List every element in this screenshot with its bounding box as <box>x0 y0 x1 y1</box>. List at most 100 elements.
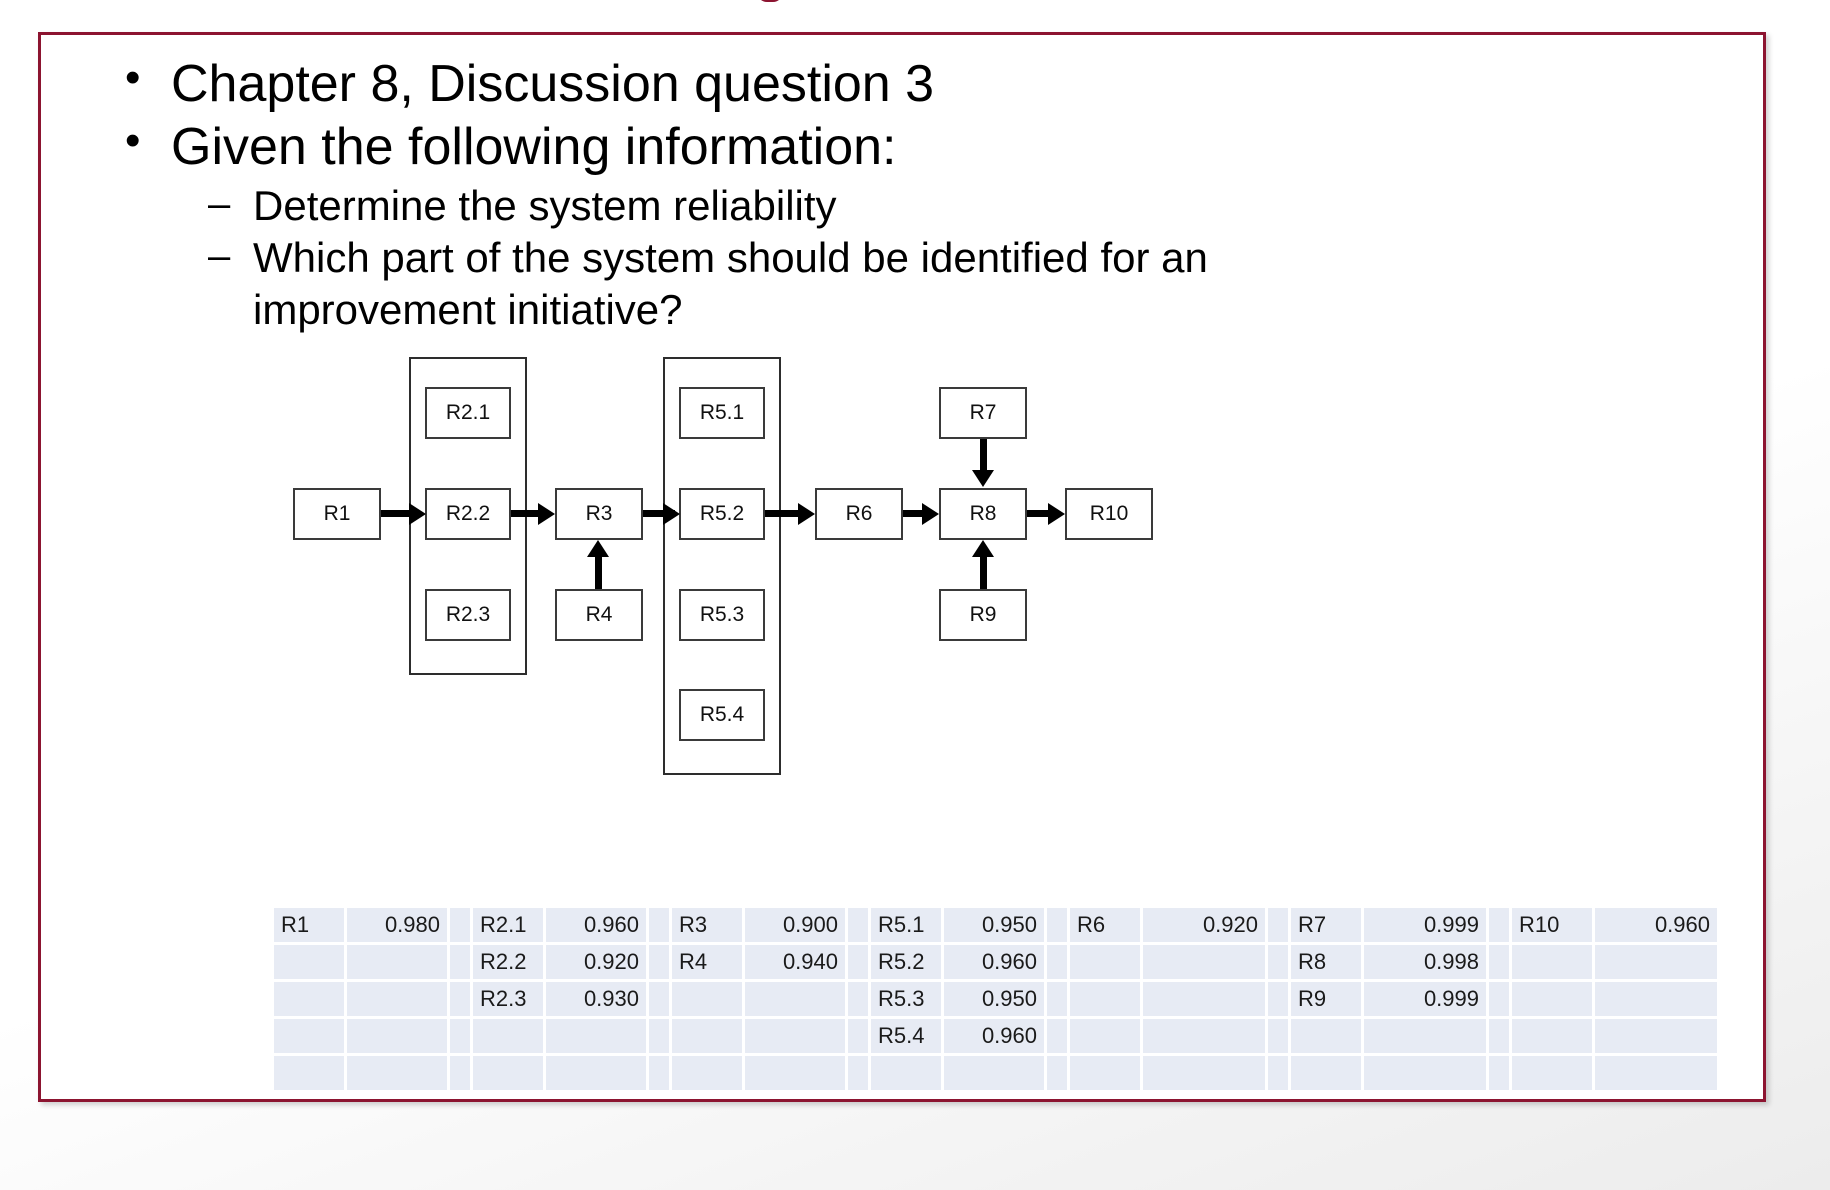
node-r7-label: R7 <box>969 401 997 424</box>
table-cell-r5-3: R5.3 <box>871 982 941 1016</box>
table-cell-r2-1: R2.1 <box>473 908 543 942</box>
bullet-list: Chapter 8, Discussion question 3 Given t… <box>103 51 1743 336</box>
table-cell-empty <box>649 1056 669 1090</box>
node-r5-1-label: R5.1 <box>699 401 745 424</box>
table-cell-0-999: 0.999 <box>1364 908 1486 942</box>
slide-frame: Chapter 8, Discussion question 3 Given t… <box>38 32 1766 1102</box>
edge-r6-to-r8 <box>903 510 923 517</box>
table-cell-empty <box>1268 982 1288 1016</box>
node-r7[interactable]: R7 <box>939 387 1027 439</box>
edge-r52-to-r6 <box>765 510 799 517</box>
table-cell-empty <box>848 982 868 1016</box>
table-cell-empty <box>1070 982 1140 1016</box>
table-cell-0-960: 0.960 <box>546 908 646 942</box>
node-r4[interactable]: R4 <box>555 589 643 641</box>
node-r5-4[interactable]: R5.4 <box>679 689 765 741</box>
slide-content-area: Chapter 8, Discussion question 3 Given t… <box>41 35 1763 1099</box>
table-cell-empty <box>1047 1019 1067 1053</box>
node-r5-2[interactable]: R5.2 <box>679 488 765 540</box>
table-cell-empty <box>1512 1056 1592 1090</box>
table-cell-empty <box>274 945 344 979</box>
table-cell-0-930: 0.930 <box>546 982 646 1016</box>
table-cell-0-950: 0.950 <box>944 908 1044 942</box>
table-cell-empty <box>1047 1056 1067 1090</box>
table-cell-empty <box>1143 1019 1265 1053</box>
table-cell-empty <box>274 1056 344 1090</box>
table-cell-empty <box>1047 982 1067 1016</box>
node-r2-2-label: R2.2 <box>445 502 491 525</box>
edge-r22-to-r3 <box>511 510 539 517</box>
node-r6-label: R6 <box>845 502 873 525</box>
edge-r1-to-r22 <box>381 510 409 517</box>
node-r8[interactable]: R8 <box>939 488 1027 540</box>
arrowhead-r8-to-r10 <box>1048 503 1065 525</box>
table-cell-empty <box>672 1019 742 1053</box>
table-cell-r9: R9 <box>1291 982 1361 1016</box>
table-cell-empty <box>274 1019 344 1053</box>
node-r3[interactable]: R3 <box>555 488 643 540</box>
bullet-item-1: Chapter 8, Discussion question 3 <box>103 51 1743 116</box>
table-cell-r2-3: R2.3 <box>473 982 543 1016</box>
node-r9[interactable]: R9 <box>939 589 1027 641</box>
edge-r3-to-r52 <box>643 510 675 517</box>
arrowhead-r9-to-r8 <box>972 540 994 557</box>
table-cell-0-920: 0.920 <box>546 945 646 979</box>
table-cell-r5-2: R5.2 <box>871 945 941 979</box>
table-cell-empty <box>347 982 447 1016</box>
table-cell-r7: R7 <box>1291 908 1361 942</box>
table-cell-empty <box>450 945 470 979</box>
table-cell-empty <box>1364 1019 1486 1053</box>
table-cell-empty <box>1595 1056 1717 1090</box>
node-r5-4-label: R5.4 <box>699 703 745 726</box>
node-r1[interactable]: R1 <box>293 488 381 540</box>
node-r9-label: R9 <box>969 603 997 626</box>
table-cell-empty <box>347 1019 447 1053</box>
bullet-item-3: Determine the system reliability <box>103 180 1743 232</box>
node-r5-1[interactable]: R5.1 <box>679 387 765 439</box>
table-cell-empty <box>1070 1056 1140 1090</box>
table-cell-empty <box>450 908 470 942</box>
node-r5-3[interactable]: R5.3 <box>679 589 765 641</box>
arrowhead-r6-to-r8 <box>922 503 939 525</box>
group-box-r5 <box>663 357 781 775</box>
table-cell-0-900: 0.900 <box>745 908 845 942</box>
node-r2-2[interactable]: R2.2 <box>425 488 511 540</box>
table-cell-empty <box>944 1056 1044 1090</box>
table-cell-empty <box>871 1056 941 1090</box>
table-cell-0-960: 0.960 <box>944 1019 1044 1053</box>
table-cell-empty <box>1047 908 1067 942</box>
table-cell-0-950: 0.950 <box>944 982 1044 1016</box>
node-r2-3[interactable]: R2.3 <box>425 589 511 641</box>
cutoff-title-descender <box>757 0 783 2</box>
table-cell-empty <box>1143 982 1265 1016</box>
table-cell-empty <box>546 1019 646 1053</box>
table-cell-empty <box>347 945 447 979</box>
table-cell-empty <box>1595 1019 1717 1053</box>
table-cell-empty <box>745 1056 845 1090</box>
bullet-item-4: Which part of the system should be ident… <box>103 232 1743 336</box>
node-r6[interactable]: R6 <box>815 488 903 540</box>
arrowhead-r1-to-r22 <box>409 503 426 525</box>
table-cell-empty <box>1512 1019 1592 1053</box>
table-cell-empty <box>672 982 742 1016</box>
table-cell-r1: R1 <box>274 908 344 942</box>
node-r10[interactable]: R10 <box>1065 488 1153 540</box>
node-r8-label: R8 <box>969 502 997 525</box>
table-cell-empty <box>1070 945 1140 979</box>
node-r2-1[interactable]: R2.1 <box>425 387 511 439</box>
edge-r8-to-r10 <box>1027 510 1049 517</box>
table-cell-empty <box>1489 1056 1509 1090</box>
table-cell-empty <box>1291 1019 1361 1053</box>
table-cell-empty <box>1268 945 1288 979</box>
table-cell-empty <box>1268 908 1288 942</box>
node-r2-3-label: R2.3 <box>445 603 491 626</box>
bullet-item-4-line1: Which part of the system should be ident… <box>253 233 1208 281</box>
table-cell-0-940: 0.940 <box>745 945 845 979</box>
table-cell-r3: R3 <box>672 908 742 942</box>
table-cell-0-920: 0.920 <box>1143 908 1265 942</box>
table-cell-empty <box>473 1056 543 1090</box>
table-cell-empty <box>672 1056 742 1090</box>
table-cell-empty <box>649 908 669 942</box>
